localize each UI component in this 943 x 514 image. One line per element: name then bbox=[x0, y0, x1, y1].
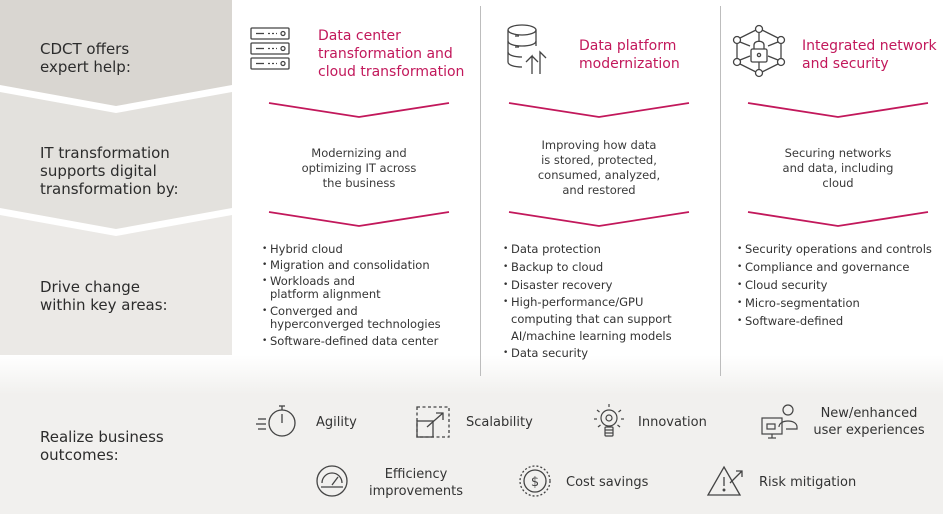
outcome-efficiency: Efficiency improvements bbox=[368, 467, 463, 499]
bullet-list-data-platform: Data protection Backup to cloud Disaster… bbox=[503, 241, 715, 361]
drive-chevron bbox=[0, 215, 232, 377]
column-divider bbox=[720, 6, 721, 376]
row-label-supports: IT transformation supports digital trans… bbox=[40, 144, 179, 198]
chevron-mid-col2 bbox=[508, 211, 690, 227]
list-item: Disaster recovery bbox=[503, 277, 715, 293]
chevron-mid-col1 bbox=[268, 211, 450, 227]
list-item: Hybrid cloud bbox=[262, 241, 474, 257]
column-description-network-security: Securing networks and data, including cl… bbox=[782, 146, 894, 190]
svg-text:$: $ bbox=[531, 475, 539, 490]
offers-chevron bbox=[0, 0, 232, 106]
row-label-realize: Realize business outcomes: bbox=[40, 428, 164, 464]
list-item: Workloads and platform alignment bbox=[262, 275, 474, 301]
network-lock-icon bbox=[732, 24, 786, 78]
list-item: Micro-segmentation bbox=[737, 295, 943, 311]
outcome-user-experiences: New/enhanced user experiences bbox=[813, 406, 925, 438]
list-item: Migration and consolidation bbox=[262, 257, 474, 273]
outcome-agility: Agility bbox=[316, 415, 357, 430]
list-item: Compliance and governance bbox=[737, 259, 943, 275]
list-item: Converged and hyperconverged technologie… bbox=[262, 305, 474, 331]
list-item: Data protection bbox=[503, 241, 715, 257]
supports-chevron bbox=[0, 92, 232, 229]
outcome-scalability: Scalability bbox=[466, 415, 533, 430]
list-item: Software-defined bbox=[737, 313, 943, 329]
column-divider bbox=[480, 6, 481, 376]
bullet-list-network-security: Security operations and controls Complia… bbox=[737, 241, 943, 329]
bullet-list-datacenter: Hybrid cloud Migration and consolidation… bbox=[262, 241, 474, 349]
list-item: Data security bbox=[503, 345, 715, 361]
outcomes-band bbox=[0, 355, 943, 514]
chevron-mid-col3 bbox=[747, 211, 929, 227]
chevron-top-col2 bbox=[508, 102, 690, 118]
row-label-drive: Drive change within key areas: bbox=[40, 278, 168, 314]
column-description-data-platform: Improving how data is stored, protected,… bbox=[537, 138, 661, 197]
risk-warning-icon bbox=[706, 465, 743, 496]
stopwatch-icon bbox=[256, 405, 296, 437]
scalability-icon bbox=[416, 406, 450, 438]
database-upload-icon bbox=[507, 24, 547, 74]
column-title-network-security: Integrated network and security bbox=[802, 38, 937, 72]
server-icon bbox=[250, 27, 290, 70]
outcome-risk-mitigation: Risk mitigation bbox=[759, 475, 857, 490]
outcome-cost-savings: Cost savings bbox=[566, 475, 649, 490]
list-item: Backup to cloud bbox=[503, 259, 715, 275]
list-item: Security operations and controls bbox=[737, 241, 943, 257]
row-label-offers: CDCT offers expert help: bbox=[40, 40, 131, 76]
column-description-datacenter: Modernizing and optimizing IT across the… bbox=[301, 146, 417, 190]
list-item: High-performance/GPU computing that can … bbox=[503, 294, 715, 345]
list-item: Cloud security bbox=[737, 277, 943, 293]
chevron-top-col1 bbox=[268, 102, 450, 118]
pink-chevrons bbox=[268, 102, 929, 227]
column-title-data-platform: Data platform modernization bbox=[579, 38, 680, 72]
list-item: Software-defined data center bbox=[262, 333, 474, 349]
dollar-coin-icon: $ bbox=[519, 465, 551, 497]
outcome-innovation: Innovation bbox=[638, 415, 707, 430]
chevron-top-col3 bbox=[747, 102, 929, 118]
column-title-datacenter: Data center transformation and cloud tra… bbox=[318, 28, 465, 80]
speedometer-icon bbox=[316, 465, 348, 497]
lightbulb-icon bbox=[594, 404, 624, 437]
user-experience-icon bbox=[761, 404, 798, 439]
